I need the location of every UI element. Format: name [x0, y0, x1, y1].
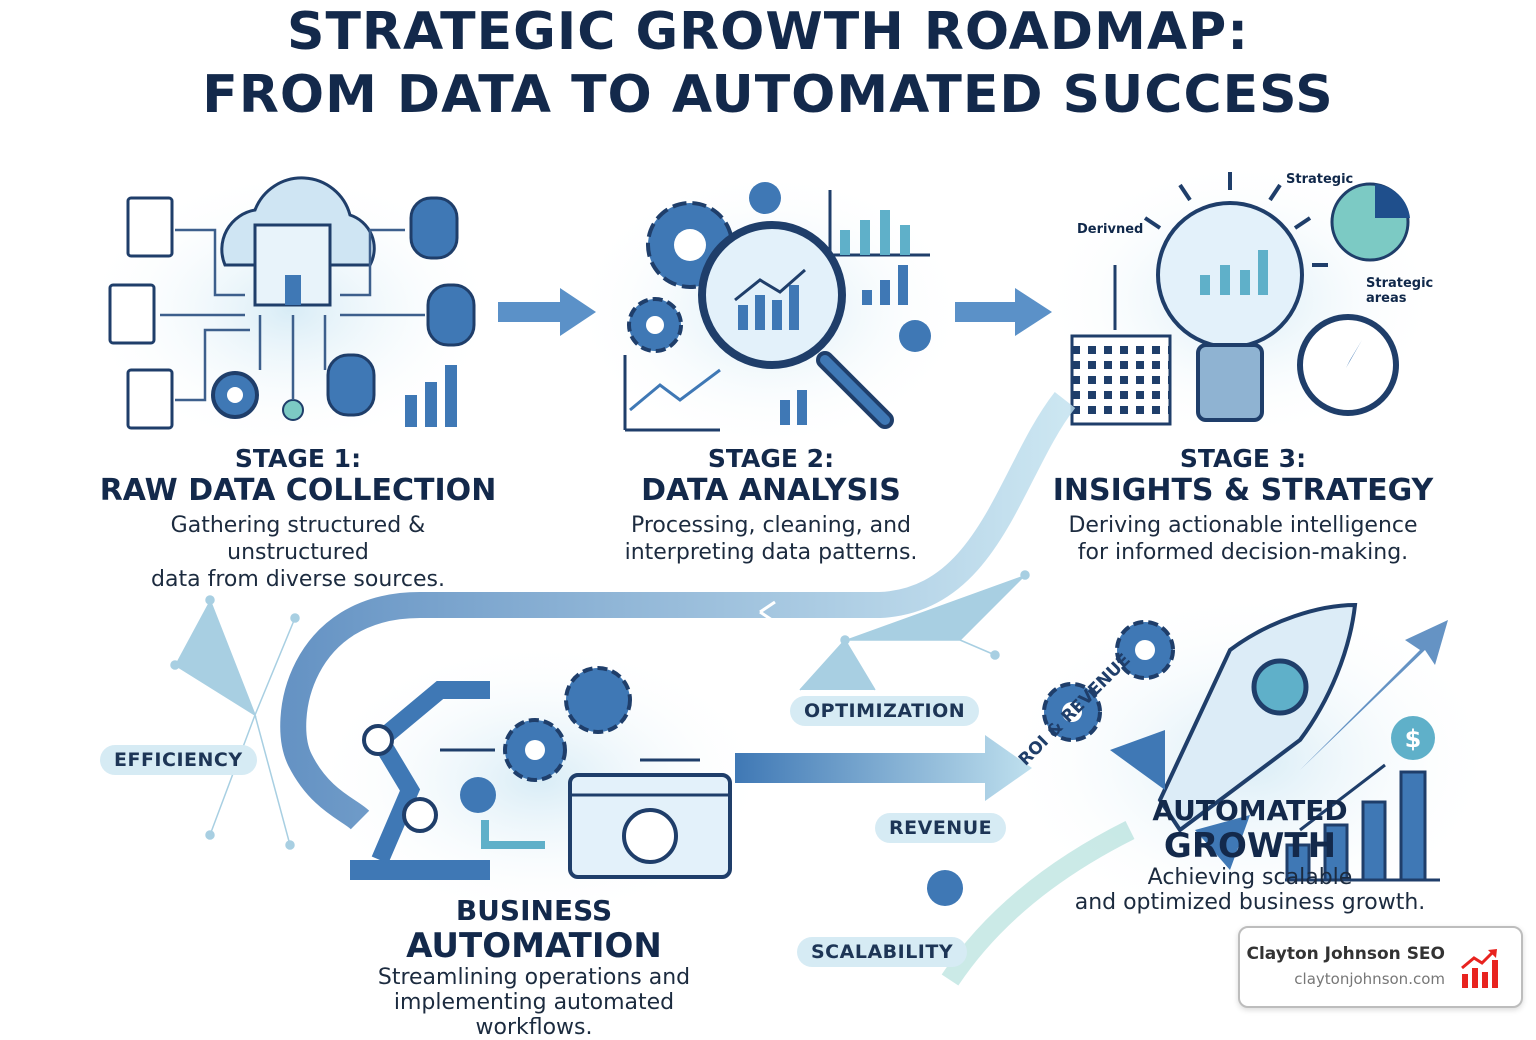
stage-1: STAGE 1: RAW DATA COLLECTION Gathering s…: [98, 444, 498, 593]
stage-label: STAGE 2:: [707, 444, 835, 473]
title-line-1: STRATEGIC GROWTH ROADMAP:: [287, 2, 1249, 62]
stage-2: STAGE 2: DATA ANALYSIS Processing, clean…: [571, 444, 971, 566]
stage-desc: Gathering structured & unstructured: [170, 513, 426, 565]
tag-revenue: REVENUE: [875, 813, 1007, 843]
stage-desc: interpreting data patterns.: [624, 540, 918, 565]
stage-desc: for informed decision-making.: [1077, 540, 1409, 565]
annotation-strategic: Strategic: [1286, 172, 1354, 187]
automation-title-1: BUSINESS: [455, 894, 613, 927]
stage-desc: Processing, cleaning, and: [630, 513, 912, 538]
automation-section: BUSINESS AUTOMATION Streamlining operati…: [334, 895, 734, 1040]
arrow-to-growth: [735, 735, 1032, 801]
growth-chart-icon: [1461, 949, 1498, 988]
growth-title-2: GROWTH: [1163, 826, 1337, 866]
growth-illustration: $: [927, 602, 1448, 986]
growth-desc: Achieving scalable: [1147, 865, 1353, 890]
brand-name: Clayton Johnson SEO: [1246, 944, 1446, 964]
growth-section: AUTOMATED GROWTH Achieving scalable and …: [1040, 794, 1460, 916]
annotation-line: Strategic: [1366, 276, 1434, 291]
tag-scalability: SCALABILITY: [797, 937, 968, 967]
dollar-icon: $: [1405, 725, 1422, 753]
stage-title: RAW DATA COLLECTION: [99, 473, 497, 508]
annotation-line: areas: [1366, 291, 1407, 306]
curved-flow-arrow: [280, 391, 1076, 830]
stage-title: INSIGHTS & STRATEGY: [1052, 473, 1434, 508]
stage-desc: Deriving actionable intelligence: [1068, 513, 1418, 538]
arrow-stage1-to-2: [498, 288, 596, 336]
tag-efficiency: EFFICIENCY: [100, 745, 257, 775]
stage-label: STAGE 3:: [1179, 444, 1307, 473]
stage-label: STAGE 1:: [234, 444, 362, 473]
arrow-stage2-to-3: [955, 288, 1052, 336]
title-line-2: FROM DATA TO AUTOMATED SUCCESS: [202, 65, 1334, 125]
growth-title-1: AUTOMATED: [1152, 794, 1348, 827]
tag-optimization: OPTIMIZATION: [790, 696, 980, 726]
automation-title-2: AUTOMATION: [406, 926, 662, 966]
brand-url[interactable]: claytonjohnson.com: [1294, 970, 1445, 988]
automation-illustration: [350, 666, 732, 880]
automation-desc: implementing automated workflows.: [393, 990, 675, 1040]
brand-card[interactable]: Clayton Johnson SEO claytonjohnson.com: [1238, 926, 1523, 1008]
data-collection-illustration: [108, 176, 476, 430]
stage-desc: data from diverse sources.: [151, 567, 445, 592]
growth-desc: and optimized business growth.: [1074, 890, 1426, 915]
stage-title: DATA ANALYSIS: [641, 473, 901, 508]
automation-desc: Streamlining operations and: [377, 965, 691, 990]
insights-illustration: [1070, 172, 1410, 426]
data-analysis-illustration: [623, 182, 931, 432]
stage-3: STAGE 3: INSIGHTS & STRATEGY Deriving ac…: [1043, 444, 1443, 566]
annotation-derived: Derivned: [1077, 222, 1144, 237]
